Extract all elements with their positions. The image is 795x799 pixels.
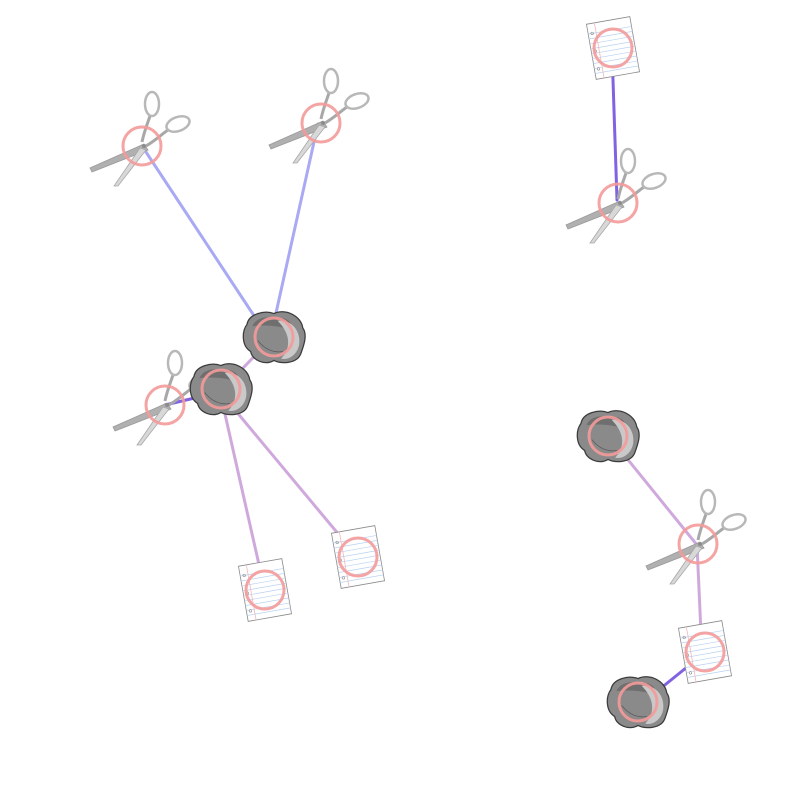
target-ring-scissors-d [144,384,186,426]
scissors-icon [88,90,194,188]
ring-layer [121,27,726,723]
node-layer [88,16,750,729]
target-ring-rock-d [617,681,659,723]
target-ring-scissors-c [597,182,639,224]
scissors-icon [267,67,373,165]
target-ring-scissors-b [300,102,342,144]
target-ring-paper-d [684,631,726,673]
edge-scissors-b-to-rock-a [268,122,320,342]
target-ring-rock-b [200,368,242,410]
edge-rock-b-to-paper-b [218,390,264,580]
target-ring-rock-a [253,316,295,358]
target-ring-paper-a [592,27,634,69]
target-ring-paper-b [244,569,286,611]
edge-scissors-a-to-rock-a [140,144,272,342]
target-ring-rock-c [587,415,629,457]
target-ring-scissors-a [121,125,163,167]
target-ring-paper-c [337,536,379,578]
target-ring-scissors-e [677,523,719,565]
edge-rock-b-to-paper-c [218,390,357,556]
